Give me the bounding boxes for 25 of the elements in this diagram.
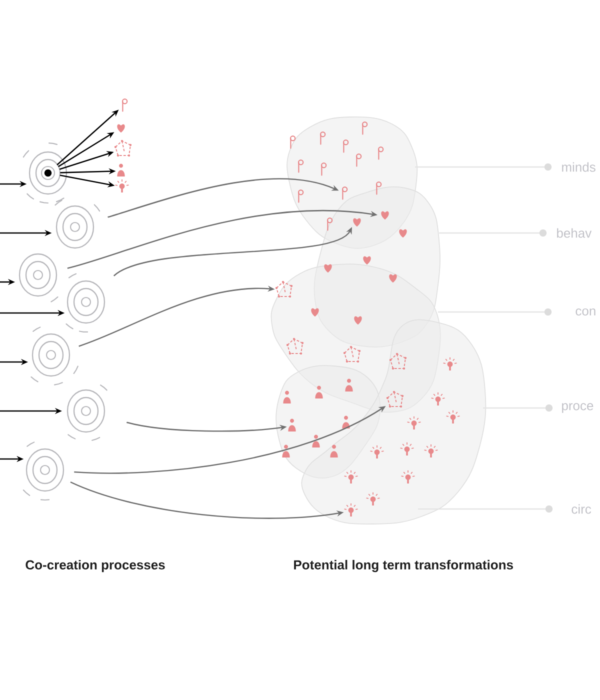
side-label: circ xyxy=(572,504,592,514)
heading: Co-creation processes xyxy=(26,560,165,572)
side-label: behav xyxy=(557,228,592,238)
lightbulb-icon xyxy=(114,178,130,192)
concentric-circles xyxy=(22,442,64,501)
blob xyxy=(301,319,486,524)
side-label: proce xyxy=(562,403,594,413)
side-label: minds xyxy=(562,162,596,172)
person-icon xyxy=(117,164,125,176)
concentric-circles xyxy=(66,273,106,332)
constellation-icon xyxy=(114,140,132,157)
constellation-icon xyxy=(275,280,293,298)
heading: Potential long term transformations xyxy=(294,560,513,572)
side-label: con xyxy=(576,308,596,316)
pin-icon xyxy=(122,98,128,112)
concentric-circles xyxy=(18,253,58,302)
concentric-circles xyxy=(66,384,108,441)
concentric-circles xyxy=(22,142,68,204)
concentric-circles xyxy=(30,326,78,386)
constellation-icon xyxy=(386,390,404,408)
heart-icon xyxy=(117,124,125,133)
person-icon xyxy=(288,418,296,432)
pin-icon xyxy=(342,186,348,200)
concentric-circles xyxy=(54,200,100,249)
lightbulb-icon xyxy=(344,502,358,516)
